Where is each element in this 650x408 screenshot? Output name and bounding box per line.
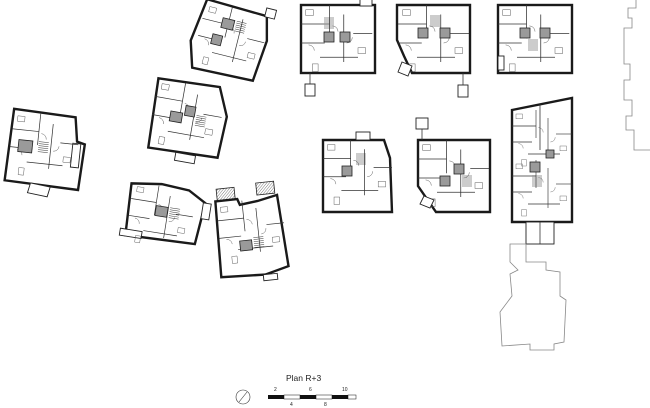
building-f <box>299 0 377 97</box>
scale-label-10: 10 <box>342 387 348 393</box>
building-e <box>214 180 290 282</box>
building-i <box>321 131 394 214</box>
plan-title: Plan R+3 <box>286 373 321 383</box>
scale-label-4: 4 <box>290 402 293 408</box>
building-c <box>146 76 229 165</box>
building-d <box>118 181 212 251</box>
building-k <box>510 96 574 245</box>
scale-label-2: 2 <box>274 387 277 393</box>
building-a <box>3 107 87 198</box>
scale-bar: 2 6 10 4 8 <box>268 387 357 408</box>
building-g <box>395 3 472 98</box>
scale-label-6: 6 <box>309 387 312 393</box>
scale-label-8: 8 <box>324 402 327 408</box>
neighbour-outline <box>623 0 650 151</box>
building-b <box>189 0 278 83</box>
building-j <box>415 117 492 214</box>
north-arrow <box>235 389 251 405</box>
site-outline <box>499 243 567 351</box>
building-h <box>496 3 574 75</box>
